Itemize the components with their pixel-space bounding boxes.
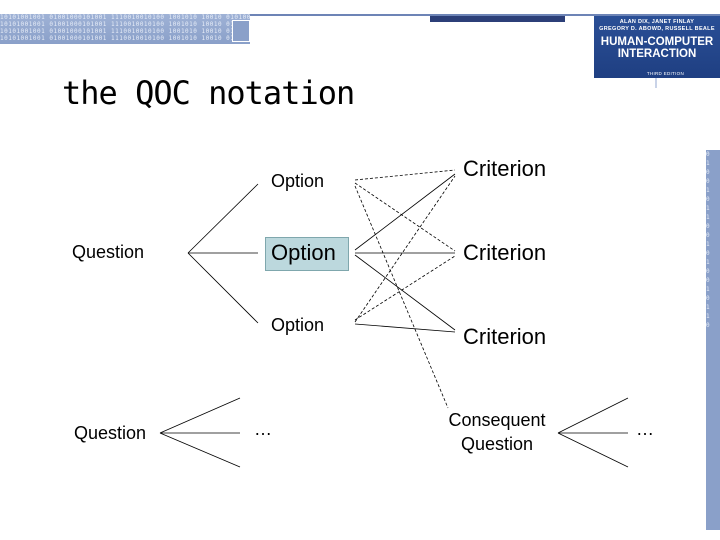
binary-row: 0 [706, 250, 710, 257]
question-node: Question [72, 242, 145, 262]
consequent-question-line: Question [460, 434, 534, 454]
consequent-question-node: Consequent Question [440, 408, 554, 456]
option-criterion-link-positive [354, 173, 456, 251]
page-title: the QOC notation [62, 74, 355, 112]
binary-row: 0 [706, 277, 710, 284]
book-authors: ALAN DIX, JANET FINLAY GREGORY D. ABOWD,… [594, 19, 720, 33]
binary-row: 1 [706, 205, 710, 212]
binary-row: 10101001001 01001000101001 1110010010100… [0, 14, 250, 21]
book-edition: THIRD EDITION [646, 71, 684, 76]
book-authors-line: ALAN DIX, JANET FINLAY [619, 19, 695, 25]
binary-row: 0 [706, 196, 710, 203]
header-rule [0, 14, 720, 16]
question-branch-link [159, 432, 241, 468]
book-title: HUMAN-COMPUTER INTERACTION [594, 36, 720, 60]
option-consequent-link [354, 185, 449, 409]
binary-header-strip: 10101001001 01001000101001 1110010010100… [0, 14, 250, 44]
consequent-branch-link [557, 432, 629, 468]
binary-row: 0 [706, 232, 710, 239]
question-option-link [187, 183, 259, 254]
binary-row: 1 [706, 187, 710, 194]
binary-row: 10101001001 01001000101001 1110010010100… [0, 28, 250, 35]
binary-row: 0 [706, 322, 710, 329]
book-cover-edge [655, 78, 720, 88]
option-highlight [265, 237, 349, 271]
book-cover-logo: ALAN DIX, JANET FINLAY GREGORY D. ABOWD,… [594, 16, 720, 78]
option-criterion-link-positive [354, 323, 456, 333]
book-title-line: INTERACTION [617, 48, 697, 60]
binary-row: 0 [706, 151, 710, 158]
binary-row: 0 [706, 295, 710, 302]
binary-side-strip: 0 1 0 0 1 0 1 1 0 0 1 0 1 0 0 1 0 1 1 0 [706, 150, 720, 530]
header-dark-bar [430, 16, 565, 22]
option-node: Option [271, 240, 336, 265]
header-square [232, 20, 250, 42]
book-title-line: HUMAN-COMPUTER [600, 36, 714, 48]
consequent-branch-link [557, 397, 629, 434]
ellipsis-left: … [254, 419, 272, 439]
criterion-node: Criterion [463, 240, 547, 265]
ellipsis-right: … [636, 419, 654, 439]
option-criterion-link-positive [354, 254, 456, 331]
criterion-node: Criterion [463, 156, 547, 181]
binary-row: 1 [706, 214, 710, 221]
question-branch-link [159, 397, 241, 434]
secondary-question-node: Question [74, 423, 147, 443]
binary-row: 1 [706, 160, 710, 167]
binary-row: 1 [706, 286, 710, 293]
consequent-question-line: Consequent [448, 410, 546, 430]
binary-row: 0 [706, 178, 710, 185]
option-criterion-link-negative [354, 255, 456, 321]
binary-row: 1 [706, 259, 710, 266]
binary-row: 0 [706, 169, 710, 176]
question-option-link [187, 252, 259, 324]
option-criterion-link-negative [354, 169, 456, 181]
binary-row: 10101001001 01001000101001 1110010010100… [0, 35, 250, 42]
binary-row: 0 [706, 268, 710, 275]
binary-row: 1 [706, 241, 710, 248]
option-criterion-link-negative [354, 182, 456, 252]
binary-row: 1 [706, 313, 710, 320]
binary-row: 1 [706, 304, 710, 311]
binary-row: 0 [706, 223, 710, 230]
option-node: Option [271, 171, 325, 191]
book-authors-line: GREGORY D. ABOWD, RUSSELL BEALE [599, 26, 715, 32]
option-criterion-link-negative [354, 175, 456, 323]
criterion-node: Criterion [463, 324, 547, 349]
binary-row: 10101001001 01001000101001 1110010010100… [0, 21, 250, 28]
option-node: Option [271, 315, 325, 335]
